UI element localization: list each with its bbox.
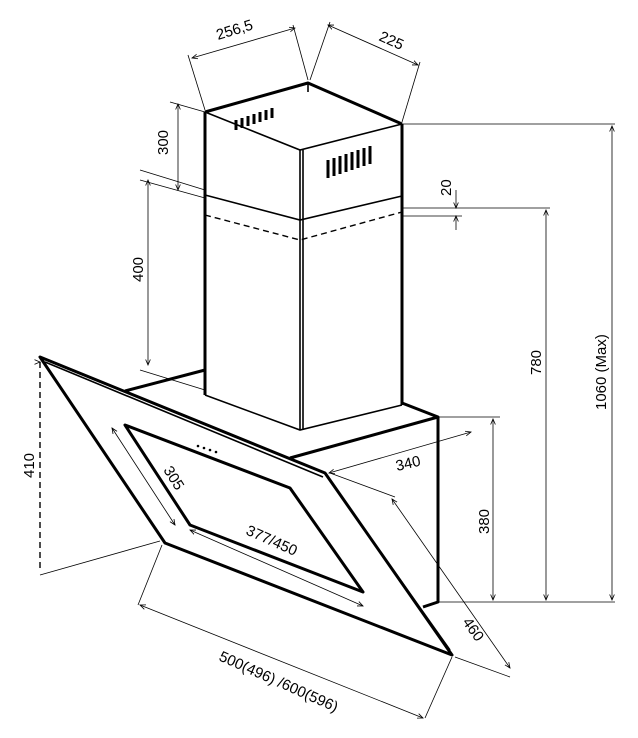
chimney xyxy=(203,81,404,431)
dim-glass-height: 410 xyxy=(21,453,38,478)
dim-filter-depth: 305 xyxy=(160,463,188,493)
dim-gap: 20 xyxy=(438,179,455,196)
vent-slots-right-icon xyxy=(326,146,372,178)
dim-width: 500(496) /600(596) xyxy=(216,648,340,716)
dim-chimney-width: 256,5 xyxy=(214,17,255,44)
dim-base-depth: 340 xyxy=(394,453,422,475)
dim-upper-overlap: 300 xyxy=(155,130,172,155)
control-dots-icon xyxy=(196,444,218,454)
dimension-lines xyxy=(39,21,615,718)
vent-slots-left-icon xyxy=(234,108,274,130)
dim-lower-chimney: 400 xyxy=(130,257,147,282)
dim-max-height: 1060 (Max) xyxy=(593,334,610,410)
dim-filter-width: 377/450 xyxy=(243,522,299,560)
dim-base-height: 380 xyxy=(476,509,493,534)
dim-min-height: 780 xyxy=(528,350,545,375)
dim-glass-depth: 460 xyxy=(459,615,487,645)
dim-chimney-depth: 225 xyxy=(376,28,406,54)
glass-panel xyxy=(38,355,454,657)
